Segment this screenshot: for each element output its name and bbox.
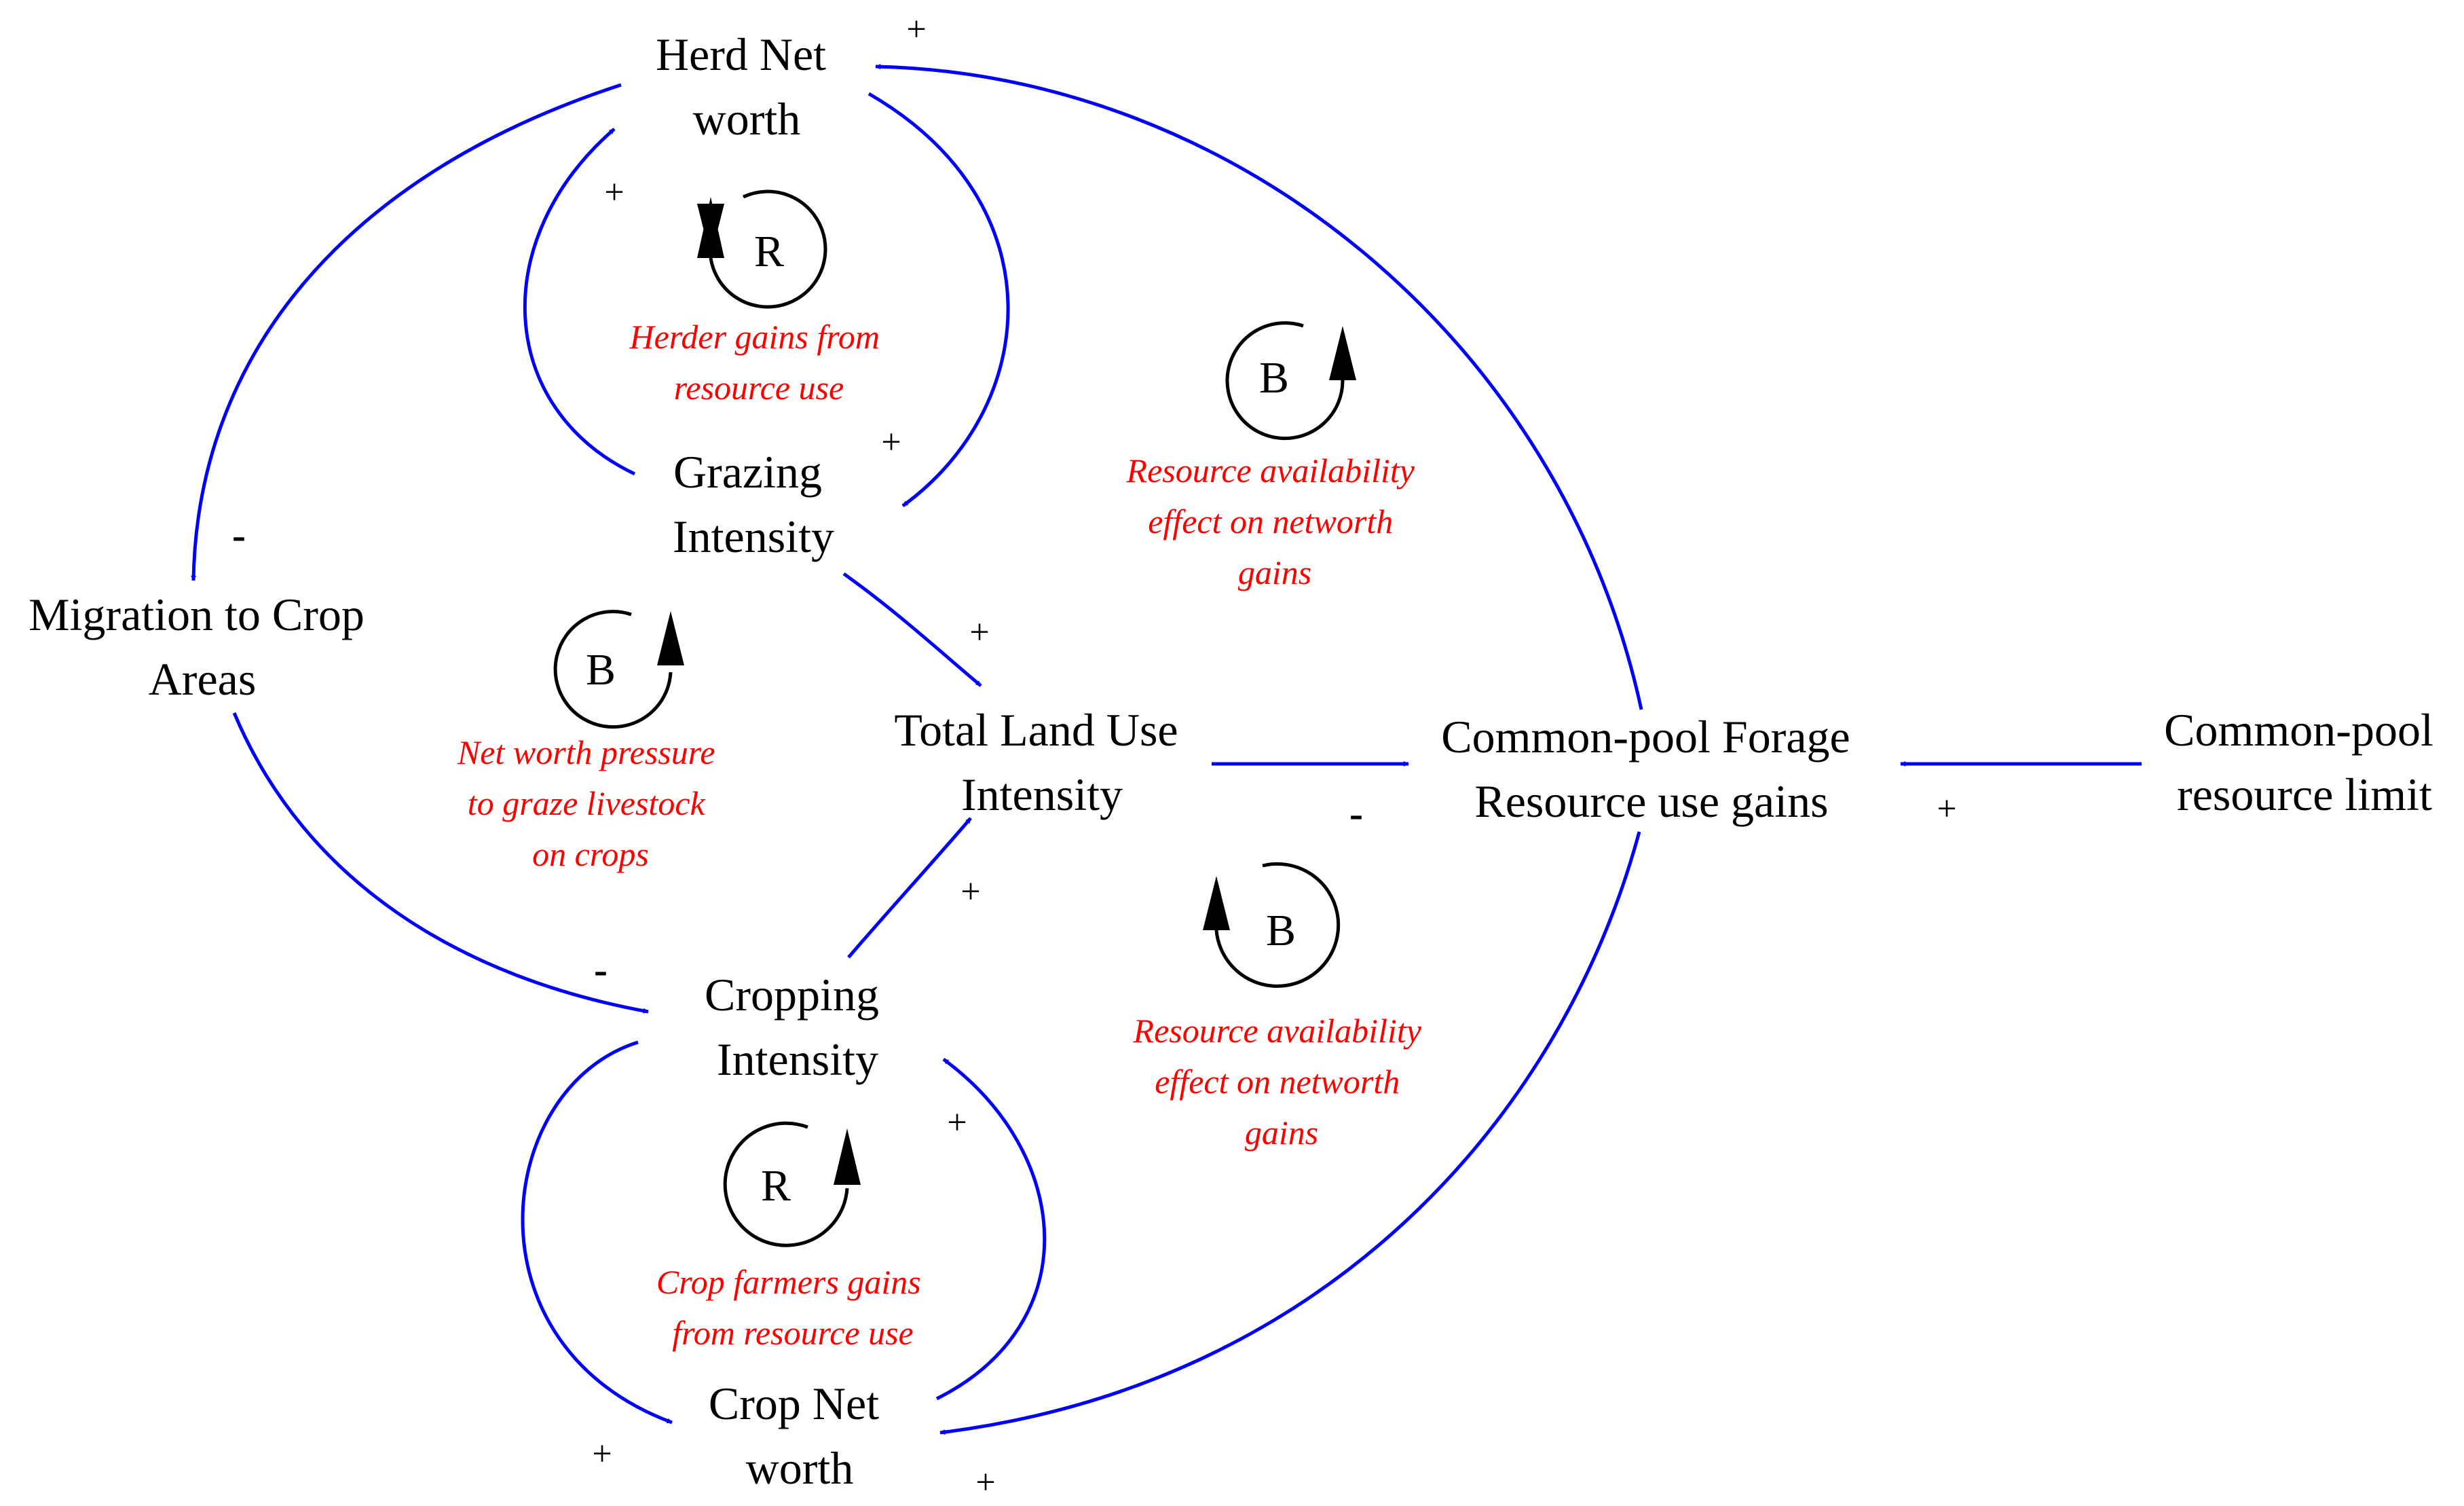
node-common-pool-forage-gains: Common-pool Forage Resource use gains [1441,711,1862,827]
loop-marker-crop-farmers [723,1121,861,1247]
loop-symbol-availability-top: B [1259,353,1289,403]
node-total-land-use-intensity: Total Land Use Intensity [894,704,1189,820]
polarity-limit-to-gains: + [1937,790,1956,828]
link-herd-net-worth-to-migration [191,83,622,581]
polarity-migration-to-cropping: - [594,947,608,992]
polarity-grazing-to-total: + [969,613,989,652]
link-gains-to-crop-net-worth [939,831,1641,1435]
polarity-total-to-gains: - [1349,791,1363,836]
loop-marker-availability-bottom [1203,862,1341,988]
loop-description-net-worth-pressure: Net worth pressure to graze livestock on… [457,733,724,873]
link-grazing-to-total-land-use [842,572,982,687]
node-common-pool-resource-limit: Common-pool resource limit [2164,704,2445,820]
loop-marker-herder [697,189,827,309]
polarity-herd-to-migration: - [232,513,246,557]
node-cropping-intensity: Cropping Intensity [705,969,891,1085]
link-migration-to-cropping [232,712,649,1014]
loop-symbol-availability-bottom: B [1266,906,1296,955]
polarity-gains-to-crop: + [975,1463,995,1502]
loop-description-crop-farmers: Crop farmers gains from resource use [656,1263,929,1352]
polarities: + + + - + - + + - + + + [232,10,1957,1502]
loop-descriptions: Herder gains from resource use Resource … [457,318,1430,1352]
polarity-cropping-to-crop: + [592,1435,612,1473]
loop-marker-availability-top [1225,321,1356,441]
node-herd-net-worth: Herd Net worth [656,29,838,145]
link-grazing-to-herd-net-worth [523,128,636,476]
loop-marker-net-worth-pressure [553,610,684,729]
polarity-herd-to-grazing: + [881,423,901,462]
loop-arrowhead-icon [1203,876,1230,930]
link-gains-to-herd-net-worth [875,64,1643,710]
loop-symbol-crop-farmers: R [761,1161,791,1211]
polarity-gains-to-herd: + [906,10,926,49]
node-crop-net-worth: Crop Net worth [709,1378,891,1494]
loop-description-availability-top: Resource availability effect on networth… [1126,452,1423,591]
loop-arrowhead-icon [657,611,684,665]
link-cropping-to-crop-net-worth [521,1040,673,1425]
loop-markers [553,189,1356,1247]
loop-symbol-herder: R [754,227,784,276]
polarity-crop-to-cropping: + [947,1103,967,1142]
node-grazing-intensity: Grazing Intensity [673,446,834,562]
polarity-cropping-to-total: + [960,873,980,911]
loop-arrowhead-icon [697,197,724,258]
loop-symbols: R B B B R [586,227,1296,1211]
link-crop-net-worth-to-cropping [935,1057,1047,1401]
loop-symbol-net-worth-pressure: B [586,645,616,695]
link-cropping-to-total-land-use [847,817,972,959]
loop-description-herder: Herder gains from resource use [629,318,888,407]
node-migration-to-crop-areas: Migration to Crop Areas [29,589,376,705]
loop-arrowhead-icon [834,1128,861,1185]
links [191,64,2142,1435]
variables: Herd Net worth Grazing Intensity Migrati… [29,29,2445,1494]
polarity-grazing-to-herd: + [604,173,624,212]
loop-description-availability-bottom: Resource availability effect on networth… [1133,1012,1430,1152]
link-herd-net-worth-to-grazing [867,92,1010,508]
loop-arrowhead-icon [1329,326,1356,380]
